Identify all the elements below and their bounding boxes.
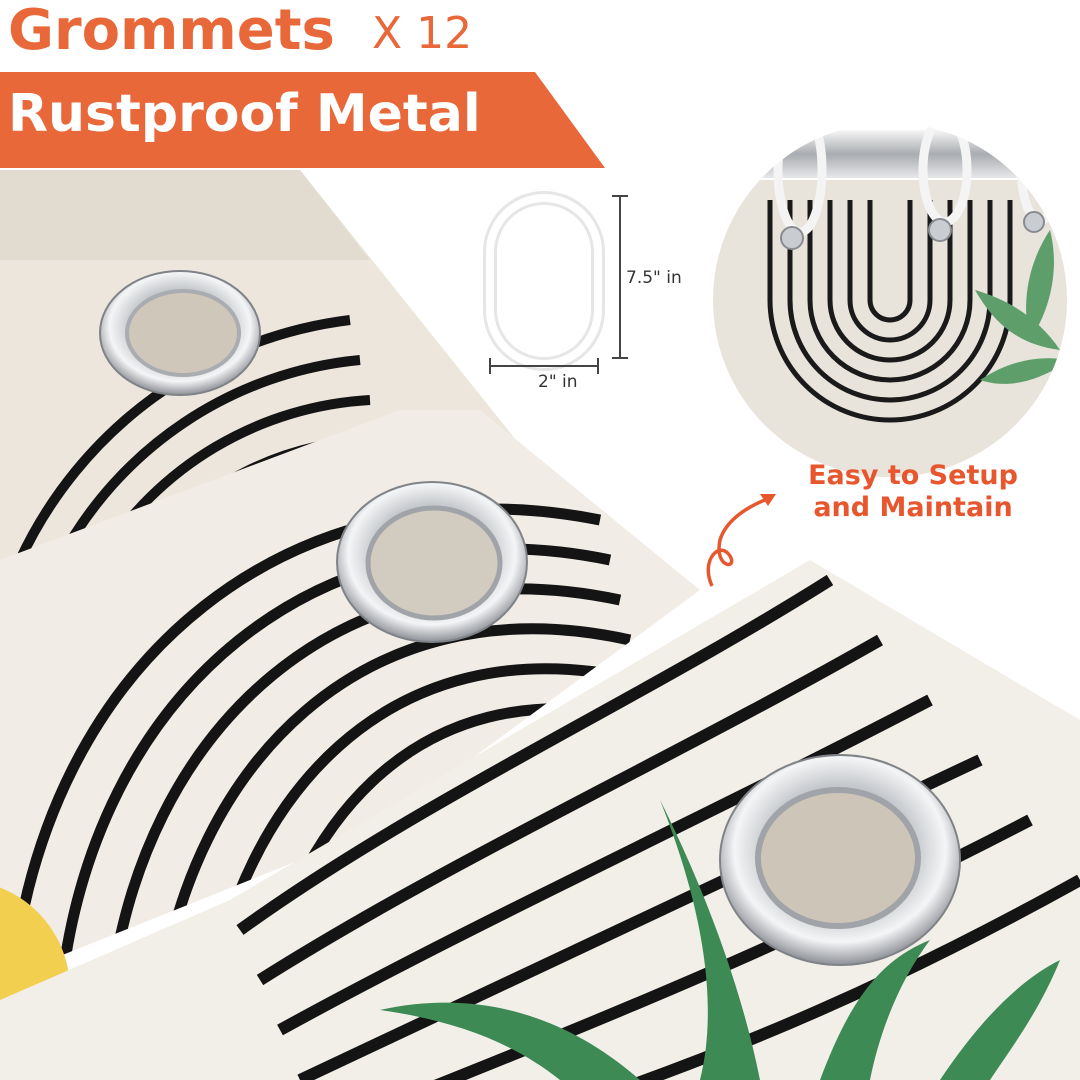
hanging-curtain-view (711, 121, 1069, 479)
leaf-icon (380, 800, 1060, 1080)
banner-text: Rustproof Metal (8, 84, 481, 144)
curtain-panel-front (0, 560, 1080, 1080)
curtain-panel-middle (0, 410, 700, 980)
ring-width-label: 2" in (538, 372, 578, 392)
quantity-label: X 12 (372, 8, 473, 59)
grommet-icon (99, 270, 261, 396)
product-title: Grommets (8, 0, 335, 63)
grommet-icon (336, 481, 528, 643)
callout-line-1: Easy to Setup (808, 460, 1018, 491)
banner-shape (0, 72, 605, 168)
curtain-ring-icon (483, 191, 605, 371)
grommet-icon (719, 754, 961, 966)
leaf-icon (975, 230, 1068, 384)
callout-line-2: and Maintain (813, 492, 1013, 523)
dimension-lines (489, 195, 628, 374)
ring-height-label: 7.5" in (626, 268, 682, 288)
arrow-icon (706, 494, 776, 587)
